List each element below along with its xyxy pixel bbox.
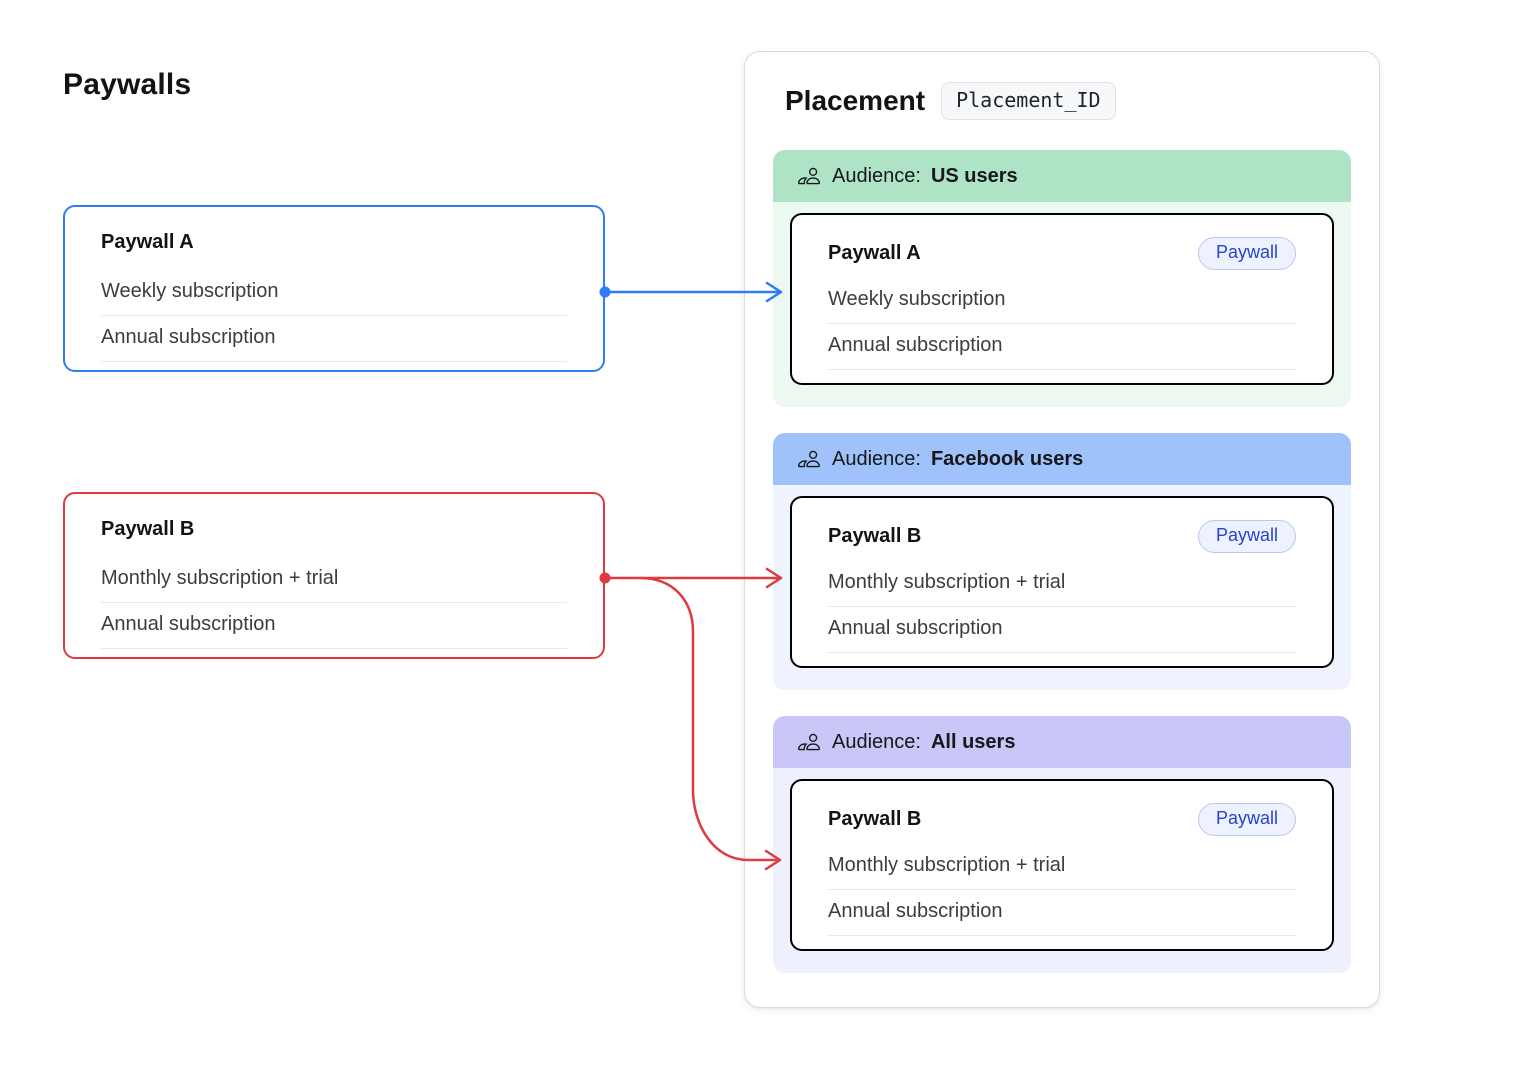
product-row: Monthly subscription + trial — [828, 561, 1296, 608]
audience-header: Audience: Facebook users — [773, 433, 1351, 485]
source-paywall-b-card: Paywall B Monthly subscription + trial A… — [63, 492, 605, 659]
product-row: Annual subscription — [101, 316, 567, 362]
audience-label: Audience: — [832, 447, 921, 470]
audience-body: Paywall A Paywall Weekly subscription An… — [773, 202, 1351, 407]
product-row: Monthly subscription + trial — [828, 844, 1296, 891]
placement-id-badge: Placement_ID — [941, 82, 1116, 120]
product-row: Annual subscription — [101, 603, 567, 649]
product-row: Monthly subscription + trial — [101, 557, 567, 603]
paywall-type-badge: Paywall — [1197, 520, 1296, 554]
audience-body: Paywall B Paywall Monthly subscription +… — [773, 485, 1351, 690]
placement-panel: Placement Placement_ID Audience: US user… — [744, 51, 1380, 1008]
product-row: Annual subscription — [828, 324, 1296, 371]
placed-paywall-a-card: Paywall A Paywall Weekly subscription An… — [790, 213, 1334, 385]
audience-label: Audience: — [832, 164, 921, 187]
audience-header: Audience: All users — [773, 716, 1351, 768]
paywall-type-badge: Paywall — [1197, 803, 1296, 837]
audience-name: Facebook users — [930, 447, 1084, 470]
placed-paywall-b-card: Paywall B Paywall Monthly subscription +… — [790, 779, 1334, 951]
audience-label: Audience: — [832, 730, 921, 753]
audience-name: All users — [930, 730, 1016, 753]
paywall-name: Paywall A — [828, 242, 921, 265]
page-title: Paywalls — [63, 68, 192, 101]
product-row: Annual subscription — [828, 890, 1296, 937]
placement-header: Placement Placement_ID — [745, 52, 1379, 120]
audience-header: Audience: US users — [773, 150, 1351, 202]
audience-sections: Audience: US users Paywall A Paywall Wee… — [745, 120, 1379, 973]
audience-name: US users — [930, 164, 1018, 187]
source-paywall-a-card: Paywall A Weekly subscription Annual sub… — [63, 205, 605, 372]
people-icon — [798, 450, 820, 468]
paywall-name: Paywall B — [828, 525, 922, 548]
people-icon — [798, 167, 820, 185]
product-row: Weekly subscription — [828, 278, 1296, 325]
product-row: Annual subscription — [828, 607, 1296, 654]
placed-paywall-b-card: Paywall B Paywall Monthly subscription +… — [790, 496, 1334, 668]
audience-section-us-users: Audience: US users Paywall A Paywall Wee… — [773, 150, 1351, 407]
audience-body: Paywall B Paywall Monthly subscription +… — [773, 768, 1351, 973]
audience-section-all-users: Audience: All users Paywall B Paywall Mo… — [773, 716, 1351, 973]
audience-section-facebook-users: Audience: Facebook users Paywall B Paywa… — [773, 433, 1351, 690]
paywall-name: Paywall A — [101, 231, 194, 253]
paywall-name: Paywall B — [828, 808, 922, 831]
paywall-name: Paywall B — [101, 518, 195, 540]
people-icon — [798, 733, 820, 751]
placement-title: Placement — [785, 85, 926, 116]
product-row: Weekly subscription — [101, 270, 567, 316]
paywall-type-badge: Paywall — [1197, 237, 1296, 271]
